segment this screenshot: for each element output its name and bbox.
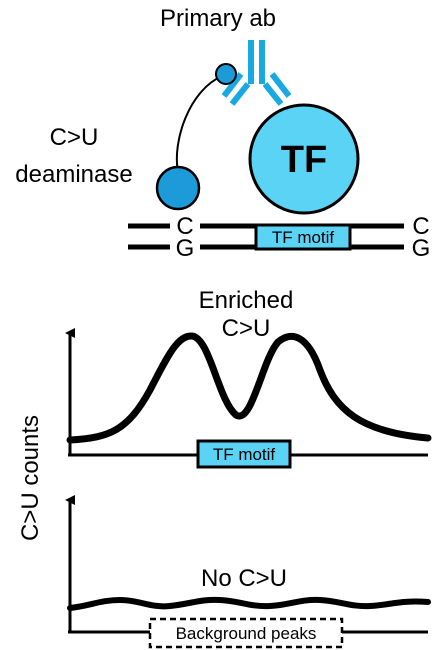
y-axis-label: C>U counts — [17, 415, 44, 541]
deaminase-enzyme — [155, 165, 201, 211]
bottom-strand-base-left: G — [176, 235, 195, 262]
enriched-motif-label: TF motif — [213, 445, 276, 464]
bottom-strand-base-right: G — [412, 235, 431, 262]
secondary-linker-dot — [215, 63, 237, 85]
top-strand-base-right: C — [412, 213, 429, 240]
background-label: No C>U — [201, 565, 287, 592]
dna-motif-label: TF motif — [272, 228, 335, 247]
background-plot: No C>U Background peaks — [65, 495, 431, 649]
deaminase-label-line2: deaminase — [15, 161, 132, 188]
transcription-factor — [248, 103, 360, 215]
enriched-signal-curve — [66, 332, 432, 444]
antibody-label: Primary ab — [160, 5, 276, 32]
antibody-icon — [221, 40, 292, 106]
enriched-plot: Enriched C>U TF motif — [65, 287, 432, 469]
linker-tether — [175, 75, 223, 173]
background-peaks-box — [148, 617, 344, 649]
deaminase-label-line1: C>U — [50, 124, 99, 151]
schematic-panel: Primary ab C>U deaminase TF C — [15, 5, 430, 262]
background-peaks-label: Background peaks — [176, 624, 317, 643]
enriched-label-line2: C>U — [222, 315, 271, 342]
top-strand-base-left: C — [176, 213, 193, 240]
dna-motif-box — [254, 223, 352, 251]
background-signal-curve — [67, 596, 431, 611]
plots-panel: C>U counts Enriched C>U TF motif No C>U … — [17, 287, 432, 649]
tf-label: TF — [281, 139, 327, 181]
enriched-motif-box — [196, 439, 292, 469]
enriched-label-line1: Enriched — [199, 287, 294, 314]
